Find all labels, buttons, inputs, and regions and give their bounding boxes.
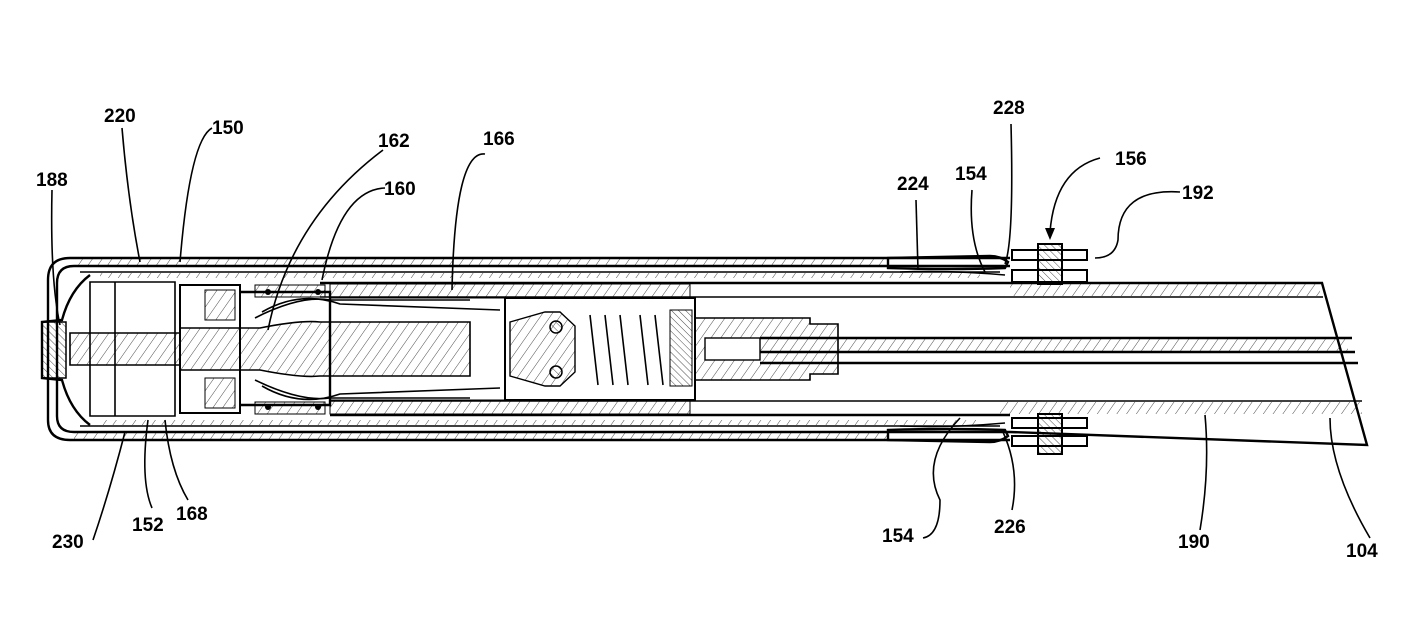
leader-lines — [50, 123, 1371, 541]
collar-and-fitting — [886, 243, 1088, 455]
label-220: 220 — [104, 106, 136, 127]
label-156: 156 — [1115, 149, 1147, 170]
end-cap — [40, 274, 176, 426]
label-224: 224 — [897, 174, 929, 195]
valve-assembly — [69, 283, 839, 415]
reference-numerals: 220 150 162 166 160 188 224 154 228 156 … — [36, 98, 1378, 562]
label-154-bottom: 154 — [882, 526, 914, 547]
label-162: 162 — [378, 131, 410, 152]
label-166: 166 — [483, 129, 515, 150]
label-154-top: 154 — [955, 164, 987, 185]
label-168: 168 — [176, 504, 208, 525]
label-160: 160 — [384, 179, 416, 200]
label-188: 188 — [36, 170, 68, 191]
label-192: 192 — [1182, 183, 1214, 204]
label-104: 104 — [1346, 541, 1378, 562]
label-226: 226 — [994, 517, 1026, 538]
label-230: 230 — [52, 532, 84, 553]
label-228: 228 — [993, 98, 1025, 119]
label-150: 150 — [212, 118, 244, 139]
label-152: 152 — [132, 515, 164, 536]
tube — [320, 281, 1369, 447]
label-190: 190 — [1178, 532, 1210, 553]
